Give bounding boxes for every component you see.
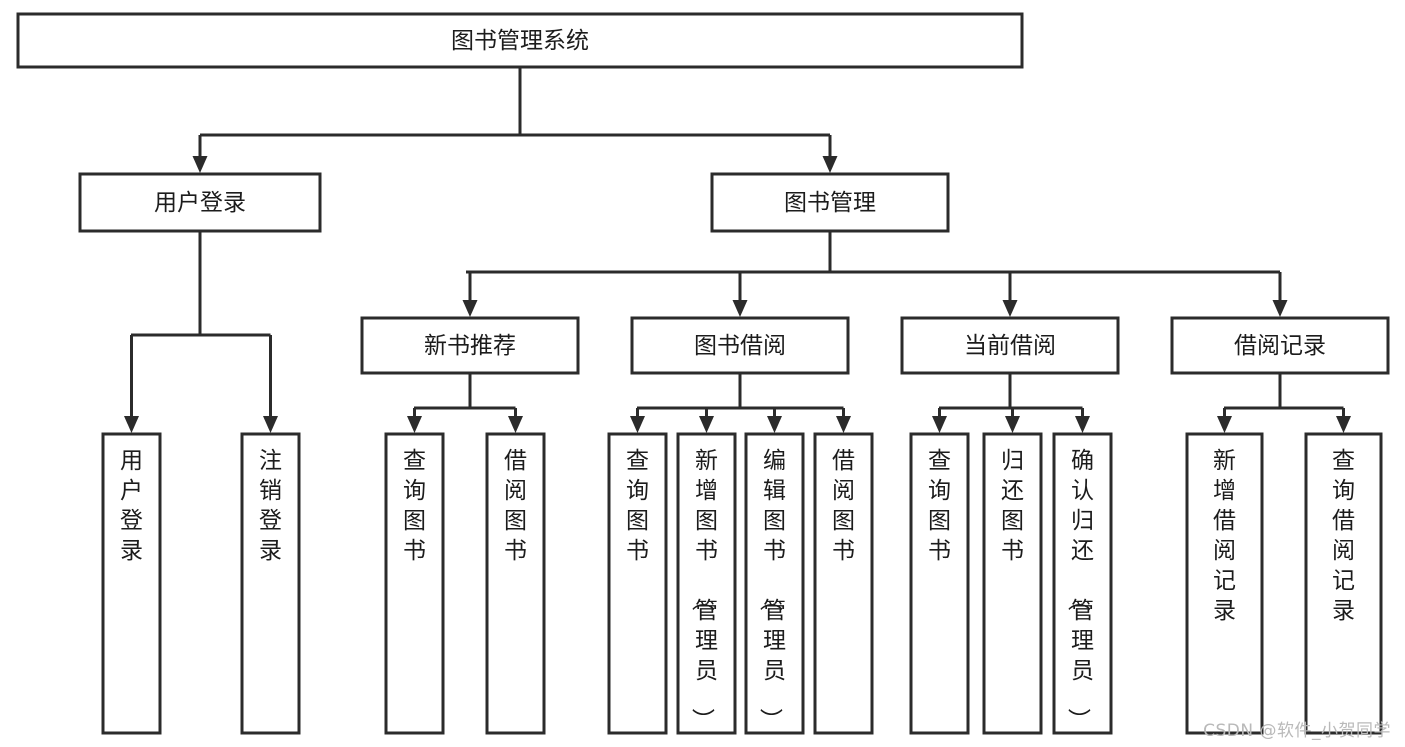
node-leaf-cur-query-book-box[interactable] bbox=[909, 432, 970, 735]
root-to-level1-to-book-manage-arrowhead bbox=[822, 156, 838, 173]
node-book-borrow-box[interactable] bbox=[630, 316, 850, 375]
node-leaf-borrow-book-label: 借阅图书 bbox=[832, 448, 855, 564]
node-leaf-query-record-label: 查询借阅记录 bbox=[1332, 448, 1355, 624]
node-leaf-user-login-box[interactable] bbox=[101, 432, 162, 735]
node-new-book-rec[interactable]: 新书推荐 bbox=[360, 316, 580, 375]
node-leaf-cur-query-book[interactable]: 查询图书 bbox=[909, 432, 970, 735]
book-manage-to-level2-to-book-borrow-arrowhead bbox=[732, 300, 748, 317]
node-leaf-borrow-query-book[interactable]: 查询图书 bbox=[607, 432, 668, 735]
node-leaf-user-login[interactable]: 用户登录 bbox=[101, 432, 162, 735]
root-to-level1-to-user-login-arrowhead bbox=[192, 156, 208, 173]
node-leaf-rec-query-book[interactable]: 查询图书 bbox=[384, 432, 445, 735]
book-manage-to-level2-to-new-book-rec-arrowhead bbox=[462, 300, 478, 317]
node-user-login[interactable]: 用户登录 bbox=[78, 172, 322, 233]
borrow-record-leaves-to-leaf-add-record-arrowhead bbox=[1217, 416, 1232, 433]
book-borrow-leaves-to-leaf-borrow-book-arrowhead bbox=[836, 416, 851, 433]
connector-layer bbox=[124, 67, 1351, 433]
node-root-root-box[interactable] bbox=[16, 12, 1024, 69]
node-leaf-add-record-label: 新增借阅记录 bbox=[1213, 448, 1236, 624]
node-root-root[interactable]: 图书管理系统 bbox=[16, 12, 1024, 69]
node-current-borrow-box[interactable] bbox=[900, 316, 1120, 375]
node-book-manage[interactable]: 图书管理 bbox=[710, 172, 950, 233]
current-borrow-leaves-to-leaf-confirm-return-arrowhead bbox=[1075, 416, 1090, 433]
node-leaf-confirm-return[interactable]: 确认归还（管理员） bbox=[1052, 432, 1113, 735]
book-manage-to-level2-to-borrow-record-arrowhead bbox=[1272, 300, 1288, 317]
node-borrow-record-box[interactable] bbox=[1170, 316, 1390, 375]
node-leaf-add-record[interactable]: 新增借阅记录 bbox=[1185, 432, 1264, 735]
node-borrow-record[interactable]: 借阅记录 bbox=[1170, 316, 1390, 375]
node-leaf-add-book[interactable]: 新增图书（管理员） bbox=[676, 432, 737, 735]
node-leaf-borrow-query-book-label: 查询图书 bbox=[626, 448, 649, 564]
node-book-borrow-label: 图书借阅 bbox=[694, 333, 786, 359]
node-leaf-edit-book-label: 编辑图书（管理员） bbox=[757, 448, 786, 731]
node-leaf-rec-borrow-book-box[interactable] bbox=[485, 432, 546, 735]
node-leaf-logout-box[interactable] bbox=[240, 432, 301, 735]
node-leaf-rec-query-book-label: 查询图书 bbox=[403, 448, 426, 564]
borrow-record-leaves-to-leaf-query-record-arrowhead bbox=[1336, 416, 1351, 433]
node-leaf-add-book-label: 新增图书（管理员） bbox=[689, 448, 718, 731]
node-leaf-borrow-query-book-box[interactable] bbox=[607, 432, 668, 735]
node-leaf-cur-query-book-label: 查询图书 bbox=[928, 448, 951, 564]
node-leaf-user-login-label: 用户登录 bbox=[120, 448, 143, 564]
node-leaf-edit-book[interactable]: 编辑图书（管理员） bbox=[744, 432, 805, 735]
node-leaf-return-book-box[interactable] bbox=[982, 432, 1043, 735]
user-login-leaves-to-leaf-logout-arrowhead bbox=[263, 416, 278, 433]
node-book-manage-label: 图书管理 bbox=[784, 190, 876, 216]
node-leaf-query-record[interactable]: 查询借阅记录 bbox=[1304, 432, 1383, 735]
book-borrow-leaves-to-leaf-add-book-arrowhead bbox=[699, 416, 714, 433]
node-borrow-record-label: 借阅记录 bbox=[1234, 333, 1326, 359]
current-borrow-leaves-to-leaf-cur-query-book-arrowhead bbox=[932, 416, 947, 433]
user-login-leaves-to-leaf-user-login-arrowhead bbox=[124, 416, 139, 433]
node-leaf-borrow-book[interactable]: 借阅图书 bbox=[813, 432, 874, 735]
node-book-borrow[interactable]: 图书借阅 bbox=[630, 316, 850, 375]
node-leaf-add-book-box[interactable] bbox=[676, 432, 737, 735]
node-leaf-query-record-box[interactable] bbox=[1304, 432, 1383, 735]
node-root-root-label: 图书管理系统 bbox=[451, 28, 589, 54]
node-leaf-logout[interactable]: 注销登录 bbox=[240, 432, 301, 735]
node-new-book-rec-label: 新书推荐 bbox=[424, 333, 516, 359]
current-borrow-leaves-to-leaf-return-book-arrowhead bbox=[1005, 416, 1020, 433]
node-user-login-label: 用户登录 bbox=[154, 190, 246, 216]
new-book-rec-leaves-to-leaf-rec-borrow-book-arrowhead bbox=[508, 416, 523, 433]
node-current-borrow-label: 当前借阅 bbox=[964, 333, 1056, 359]
node-new-book-rec-box[interactable] bbox=[360, 316, 580, 375]
book-manage-to-level2-to-current-borrow-arrowhead bbox=[1002, 300, 1018, 317]
node-leaf-return-book-label: 归还图书 bbox=[1001, 448, 1024, 564]
node-leaf-return-book[interactable]: 归还图书 bbox=[982, 432, 1043, 735]
node-leaf-rec-borrow-book-label: 借阅图书 bbox=[504, 448, 527, 564]
node-leaf-confirm-return-label: 确认归还（管理员） bbox=[1065, 448, 1094, 731]
node-leaf-logout-label: 注销登录 bbox=[259, 448, 282, 564]
node-leaf-add-record-box[interactable] bbox=[1185, 432, 1264, 735]
node-layer: 图书管理系统用户登录图书管理新书推荐图书借阅当前借阅借阅记录用户登录注销登录查询… bbox=[16, 12, 1390, 735]
node-current-borrow[interactable]: 当前借阅 bbox=[900, 316, 1120, 375]
new-book-rec-leaves-to-leaf-rec-query-book-arrowhead bbox=[407, 416, 422, 433]
node-user-login-box[interactable] bbox=[78, 172, 322, 233]
node-leaf-rec-borrow-book[interactable]: 借阅图书 bbox=[485, 432, 546, 735]
node-book-manage-box[interactable] bbox=[710, 172, 950, 233]
node-leaf-borrow-book-box[interactable] bbox=[813, 432, 874, 735]
book-borrow-leaves-to-leaf-borrow-query-book-arrowhead bbox=[630, 416, 645, 433]
book-borrow-leaves-to-leaf-edit-book-arrowhead bbox=[767, 416, 782, 433]
node-leaf-rec-query-book-box[interactable] bbox=[384, 432, 445, 735]
node-leaf-confirm-return-box[interactable] bbox=[1052, 432, 1113, 735]
node-leaf-edit-book-box[interactable] bbox=[744, 432, 805, 735]
